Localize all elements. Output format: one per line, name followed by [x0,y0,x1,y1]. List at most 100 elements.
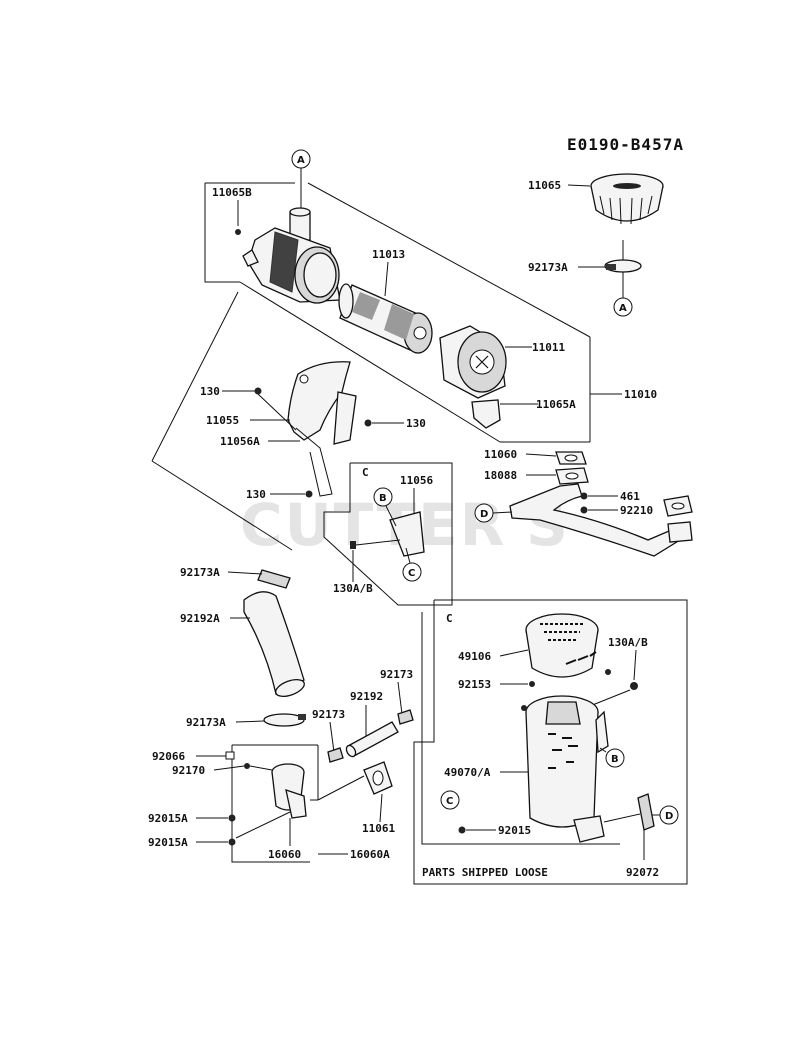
label-92153: 92153 [458,678,535,691]
svg-text:92173A: 92173A [186,716,226,729]
svg-text:C: C [408,568,415,579]
svg-text:11061: 11061 [362,822,395,835]
label-92173-b: 92173 [380,668,414,725]
clamp-lower-left [263,713,306,727]
svg-text:A: A [619,303,627,314]
label-92210: 92210 [580,504,653,517]
air-cleaner-housing [242,207,341,304]
exhaust-pipe [509,483,693,557]
svg-text:16060: 16060 [268,848,301,861]
label-16060A: 16060A [318,848,390,861]
label-11011: 11011 [505,341,565,354]
muffler-body [521,695,609,843]
label-11010: 11010 [624,388,657,401]
label-92173A-low: 92173A [186,716,265,729]
exhaust-gasket-upper [555,451,587,465]
callout-b-left: B [373,487,397,527]
label-92192A: 92192A [180,612,250,625]
label-130AB-right: 130A/B [589,636,648,707]
label-92173A-mid: 92173A [180,566,263,579]
svg-text:11056A: 11056A [220,435,260,448]
svg-text:18088: 18088 [484,469,517,482]
svg-text:92192A: 92192A [180,612,220,625]
label-11055: 11055 [206,414,290,427]
muffler-clamp [603,793,655,860]
clamp-mid-left [257,569,291,589]
label-11056A: 11056A [220,435,300,448]
svg-text:92192: 92192 [350,690,383,703]
label-92072: 92072 [626,866,659,879]
svg-text:92173A: 92173A [528,261,568,274]
svg-text:11010: 11010 [624,388,657,401]
detail-box-parts-shipped-loose: C PARTS SHIPPED LOOSE [413,599,688,885]
svg-text:D: D [665,811,673,822]
svg-text:49070/A: 49070/A [444,766,491,779]
label-92015: 92015 [458,824,531,837]
clamp-top-right [604,240,642,298]
label-130-b: 130 [364,417,426,430]
air-cleaner-cover [439,325,507,429]
label-461: 461 [580,490,640,503]
label-16060: 16060 [268,818,301,861]
callout-c-left: C [402,547,422,582]
gasket-11061 [317,761,393,801]
svg-text:11065A: 11065A [536,398,576,411]
svg-text:49106: 49106 [458,650,491,663]
label-49106: 49106 [458,649,529,663]
svg-text:C: C [446,612,453,625]
svg-text:92066: 92066 [152,750,185,763]
svg-text:130: 130 [406,417,426,430]
svg-text:11056: 11056 [400,474,433,487]
label-11065: 11065 [528,179,591,192]
label-92015A-b: 92015A [148,811,291,849]
svg-text:92170: 92170 [172,764,205,777]
svg-text:92153: 92153 [458,678,491,691]
label-92173A-top: 92173A [528,261,605,274]
label-92170: 92170 [172,763,273,777]
svg-text:B: B [611,754,619,765]
callout-d-right: D [652,805,679,825]
callout-a-right: A [613,297,633,317]
breather-fitting [271,763,307,819]
svg-text:A: A [297,155,305,166]
label-92015A-a: 92015A [148,812,236,825]
svg-text:C: C [446,796,453,807]
box-note: PARTS SHIPPED LOOSE [422,866,548,879]
svg-text:16060A: 16060A [350,848,390,861]
label-130-c: 130 [246,488,313,501]
label-92173-a: 92173 [312,708,345,763]
label-49070A: 49070/A [444,766,528,779]
breather-hose [345,721,399,758]
label-11065A: 11065A [500,398,576,411]
label-18088: 18088 [484,469,556,482]
svg-text:130: 130 [246,488,266,501]
svg-text:11055: 11055 [206,414,239,427]
svg-text:92015: 92015 [498,824,531,837]
svg-text:11011: 11011 [532,341,565,354]
svg-text:92173: 92173 [312,708,345,721]
precleaner-cap [590,173,664,225]
label-92066: 92066 [152,750,235,763]
svg-text:92210: 92210 [620,504,653,517]
svg-text:92072: 92072 [626,866,659,879]
label-130-a: 130 [200,385,297,431]
air-cleaner-group-outline [151,182,622,551]
svg-text:130A/B: 130A/B [333,582,373,595]
heat-shield-bracket [287,361,357,497]
filter-element [338,283,433,354]
label-92192: 92192 [350,690,383,736]
label-11060: 11060 [484,448,557,461]
label-11056: 11056 [400,474,433,514]
detail-box-c-small: C [323,462,453,606]
callout-a-top: A [291,149,311,210]
callout-d-left: D [474,503,513,523]
svg-text:92015A: 92015A [148,836,188,849]
exhaust-flange [555,467,589,485]
svg-text:130A/B: 130A/B [608,636,648,649]
svg-text:11065: 11065 [528,179,561,192]
detail-box-lower-left [231,744,319,863]
callout-c-right: C [440,790,460,810]
svg-text:461: 461 [620,490,640,503]
svg-text:92015A: 92015A [148,812,188,825]
